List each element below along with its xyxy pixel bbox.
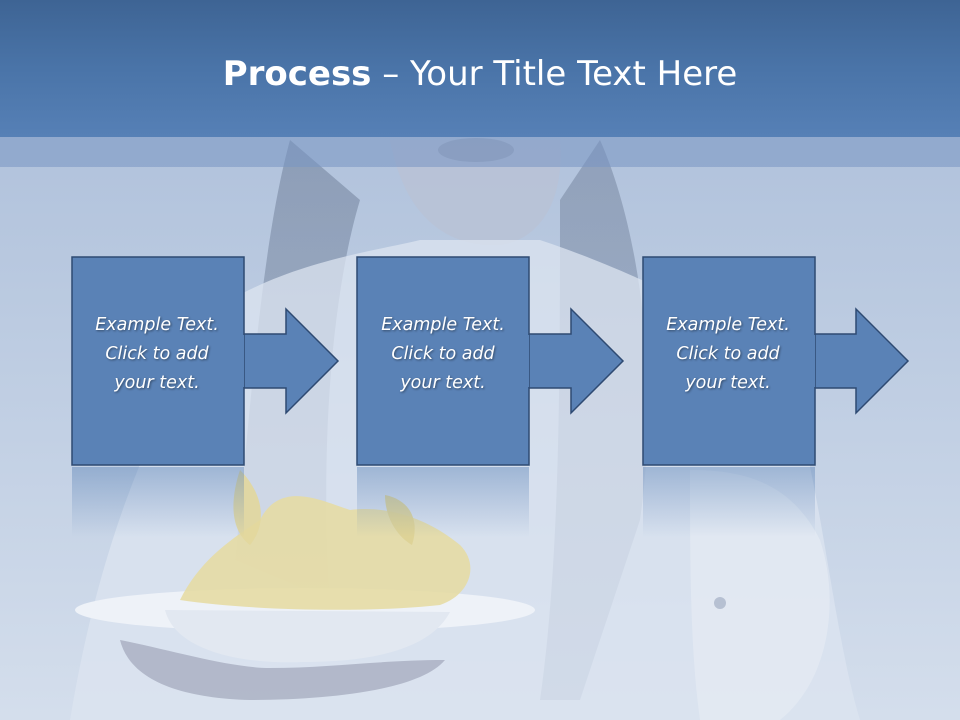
title-rest: – Your Title Text Here [371,54,738,94]
step-2-line-2: Click to add [391,344,495,364]
step-1-box[interactable] [71,256,245,466]
step-1-line-2: Click to add [105,344,209,364]
step-2-box[interactable] [356,256,530,466]
step-3-line-1: Example Text. [666,315,790,335]
step-1-line-1: Example Text. [95,315,219,335]
step-2-text[interactable]: Example Text. Click to add your text. [358,311,528,398]
step-2-line-3: your text. [400,373,486,393]
step-3-line-3: your text. [685,373,771,393]
slide-title[interactable]: Process – Your Title Text Here [0,52,960,96]
step-3-line-2: Click to add [676,344,780,364]
step-1-line-3: your text. [114,373,200,393]
title-strip [0,137,960,167]
step-1-arrow[interactable] [241,307,340,415]
step-1-text[interactable]: Example Text. Click to add your text. [72,311,242,398]
step-2-line-1: Example Text. [381,315,505,335]
step-2-arrow[interactable] [526,307,625,415]
step-2-reflection [357,467,529,537]
title-bar [0,0,960,137]
step-1-reflection [72,467,244,537]
step-3-box[interactable] [642,256,816,466]
title-bold: Process [222,54,372,94]
step-3-arrow[interactable] [812,307,910,415]
step-3-reflection [643,467,815,537]
step-3-text[interactable]: Example Text. Click to add your text. [643,311,813,398]
